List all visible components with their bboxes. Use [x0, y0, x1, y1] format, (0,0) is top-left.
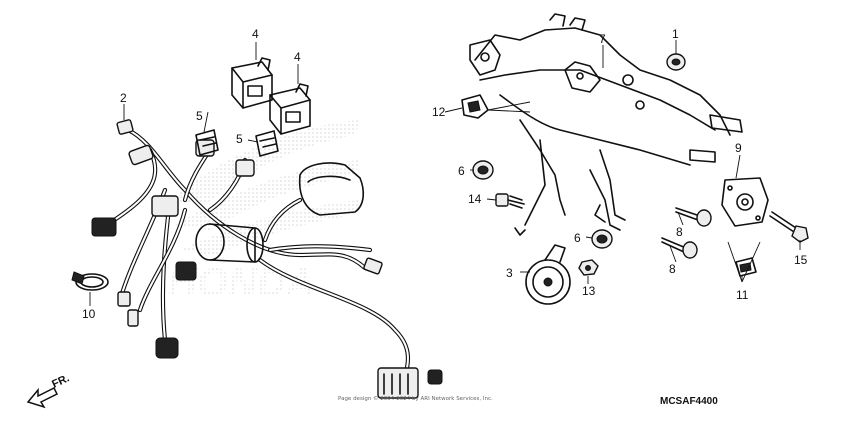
leader-lines: [89, 40, 801, 306]
wire-band-10[interactable]: [71, 271, 109, 291]
nut-13[interactable]: [578, 259, 599, 276]
callout-14[interactable]: 14: [468, 192, 482, 206]
diagram-code: MCSAF4400: [660, 396, 718, 407]
copyright-text: Page design © 2004-2024 by ARI Network S…: [338, 395, 493, 402]
ignition-coil[interactable]: [195, 162, 365, 263]
callout-6-right[interactable]: 6: [574, 231, 581, 245]
clip-12[interactable]: [461, 94, 489, 119]
bolt-15[interactable]: [769, 211, 809, 243]
callout-11[interactable]: 11: [736, 288, 749, 302]
callout-numbers: 4 4 2 5 5 10 1 7 12 6 14 6 3 13 8 8 9 15…: [82, 27, 808, 321]
front-direction-label: FR.: [50, 372, 71, 390]
relay-socket-5-lower[interactable]: [255, 130, 279, 157]
relay-4-upper[interactable]: [231, 57, 273, 109]
callout-15[interactable]: 15: [794, 253, 808, 267]
bolt-14[interactable]: [495, 193, 525, 209]
grommet-6-left[interactable]: [472, 160, 494, 180]
relay-socket-5-upper[interactable]: [195, 129, 219, 156]
mounting-plate-9[interactable]: [721, 177, 769, 227]
callout-5-upper[interactable]: 5: [196, 109, 203, 123]
headlight-bracket-frame[interactable]: [469, 13, 743, 236]
callout-8-lower[interactable]: 8: [669, 262, 676, 276]
callout-5-lower[interactable]: 5: [236, 132, 243, 146]
horn-3[interactable]: [525, 244, 571, 305]
callout-2[interactable]: 2: [120, 91, 127, 105]
grommet-6-right[interactable]: [591, 229, 613, 249]
callout-13[interactable]: 13: [582, 284, 596, 298]
bolt-8-upper[interactable]: [675, 207, 712, 227]
callout-4-lower[interactable]: 4: [294, 50, 301, 64]
grommet-1[interactable]: [666, 53, 686, 71]
front-direction-indicator: FR.: [26, 372, 71, 409]
callout-4-upper[interactable]: 4: [252, 27, 259, 41]
callout-12[interactable]: 12: [432, 105, 446, 119]
relay-4-lower[interactable]: [269, 83, 311, 135]
front-arrow-icon: [26, 386, 59, 409]
callout-7[interactable]: 7: [599, 32, 606, 46]
callout-3[interactable]: 3: [506, 266, 513, 280]
callout-9[interactable]: 9: [735, 141, 742, 155]
callout-10[interactable]: 10: [82, 307, 96, 321]
callout-8-upper[interactable]: 8: [676, 225, 683, 239]
harness-connectors: [91, 119, 443, 399]
callout-6-left[interactable]: 6: [458, 164, 465, 178]
callout-1[interactable]: 1: [672, 27, 679, 41]
bolt-8-lower[interactable]: [661, 237, 698, 259]
